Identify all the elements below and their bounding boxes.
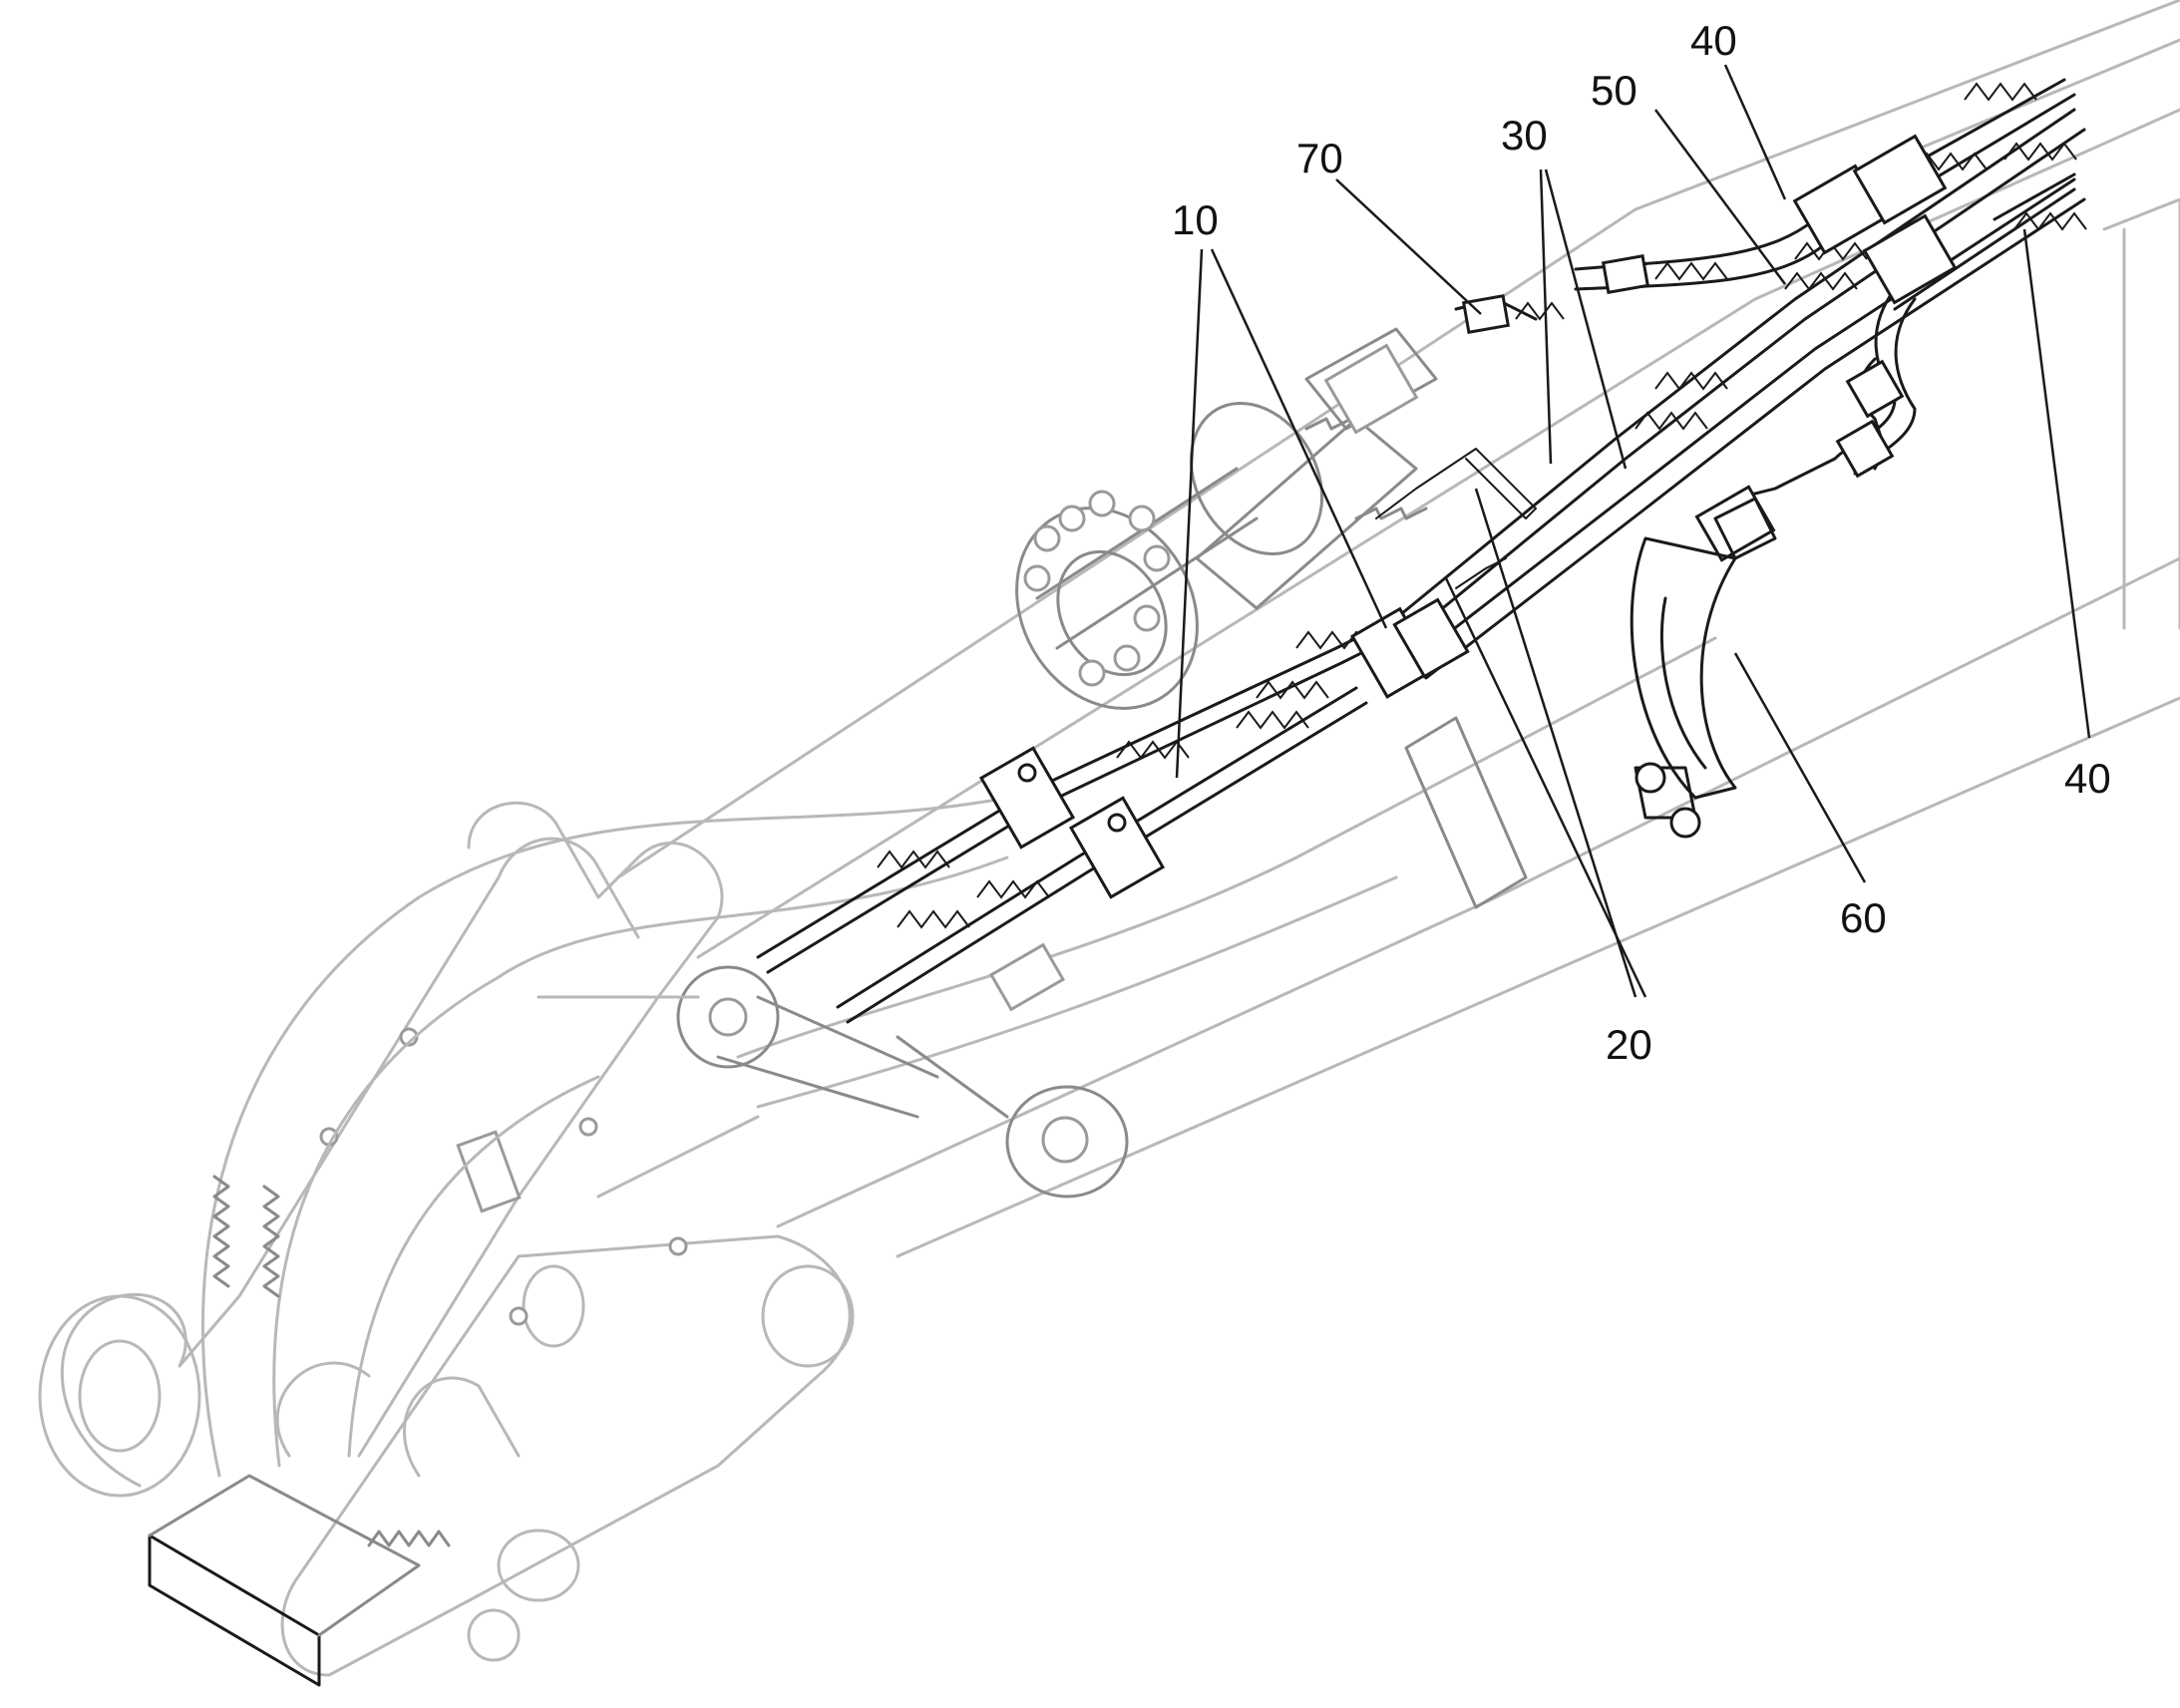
reference-numerals: 10 20 30 40 40 50 60 70 (1172, 17, 2111, 1068)
ref-label-70: 70 (1296, 135, 1343, 181)
ref-label-20: 20 (1606, 1021, 1652, 1068)
ref-label-40-right: 40 (2064, 755, 2111, 802)
ref-label-30: 30 (1501, 112, 1548, 159)
flange-bolts (1023, 490, 1171, 687)
quick-coupler (38, 796, 1009, 1687)
ref-label-40-top: 40 (1690, 17, 1737, 64)
link-arm (1630, 497, 1777, 839)
leader-lines (1175, 64, 2091, 998)
hydraulic-hoses (212, 78, 2087, 1547)
ref-label-10: 10 (1172, 196, 1219, 243)
hose-clamps (978, 134, 1958, 1012)
boom-structure (616, 0, 2180, 1258)
ref-label-50: 50 (1591, 67, 1637, 114)
ref-label-60: 60 (1840, 894, 1887, 941)
